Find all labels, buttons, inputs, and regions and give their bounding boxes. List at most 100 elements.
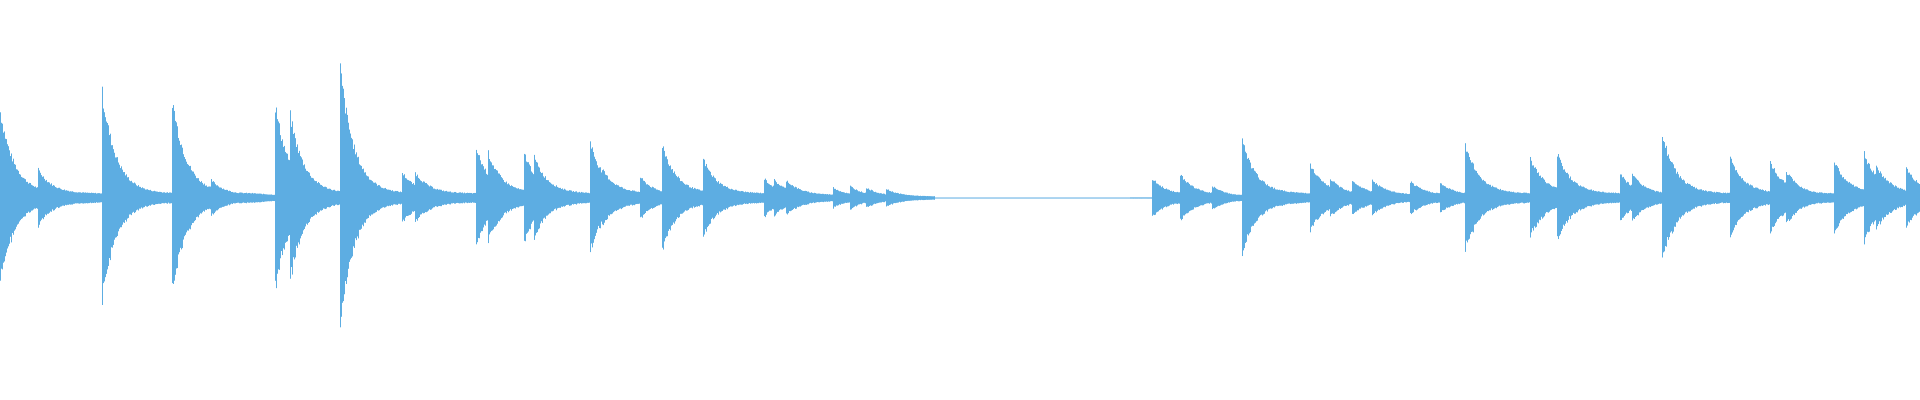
waveform-sample-bar <box>1115 197 1116 199</box>
waveform-sample-bar <box>1010 197 1011 199</box>
waveform-sample-bar <box>366 175 367 220</box>
waveform-sample-bar <box>819 193 820 203</box>
waveform-sample-bar <box>109 135 110 259</box>
waveform-sample-bar <box>346 107 347 284</box>
waveform-sample-bar <box>583 192 584 204</box>
waveform-sample-bar <box>1376 183 1377 213</box>
waveform-sample-bar <box>206 185 207 211</box>
waveform-sample-bar <box>1296 192 1297 204</box>
waveform-sample-bar <box>622 187 623 209</box>
waveform-sample-bar <box>521 189 522 207</box>
waveform-sample-bar <box>441 189 442 207</box>
waveform-sample-bar <box>1798 185 1799 210</box>
waveform-sample-bar <box>534 154 535 240</box>
waveform-sample-bar <box>1760 189 1761 207</box>
waveform-sample-bar <box>144 188 145 208</box>
waveform-sample-bar <box>1172 191 1173 204</box>
waveform-sample-bar <box>1751 185 1752 211</box>
waveform-sample-bar <box>20 174 21 221</box>
waveform-sample-bar <box>424 181 425 214</box>
waveform-sample-bar <box>1581 186 1582 210</box>
waveform-sample-bar <box>1496 187 1497 209</box>
waveform-sample-bar <box>1142 197 1143 199</box>
waveform-sample-bar <box>340 63 341 328</box>
waveform-sample-bar <box>944 197 945 199</box>
waveform-sample-bar <box>1288 191 1289 204</box>
waveform-sample-bar <box>1043 197 1044 199</box>
waveform-sample-bar <box>1168 189 1169 207</box>
waveform-sample-bar <box>582 192 583 204</box>
waveform-sample-bar <box>1112 197 1113 199</box>
waveform-sample-bar <box>452 192 453 204</box>
waveform-sample-bar <box>1818 192 1819 203</box>
waveform-sample-bar <box>458 192 459 204</box>
waveform-sample-bar <box>1333 181 1334 214</box>
waveform-sample-bar <box>513 186 514 209</box>
waveform-sample-bar <box>345 113 346 282</box>
waveform-sample-bar <box>805 190 806 205</box>
waveform-sample-bar <box>1507 191 1508 205</box>
waveform-sample-bar <box>787 180 788 215</box>
waveform-sample-bar <box>16 169 17 227</box>
waveform-sample-bar <box>980 197 981 199</box>
waveform-sample-bar <box>437 188 438 207</box>
waveform-sample-bar <box>1839 171 1840 224</box>
waveform-sample-bar <box>1623 176 1624 218</box>
waveform-sample-bar <box>1548 183 1549 213</box>
waveform-sample-bar <box>721 183 722 212</box>
waveform-sample-bar <box>124 172 125 223</box>
waveform-sample-bar <box>966 197 967 199</box>
waveform-sample-bar <box>1615 192 1616 204</box>
waveform-sample-bar <box>1913 179 1914 216</box>
waveform-sample-bar <box>858 191 859 205</box>
waveform-sample-bar <box>1005 197 1006 199</box>
waveform-sample-bar <box>136 185 137 211</box>
waveform-sample-bar <box>1837 166 1838 228</box>
waveform-sample-bar <box>1275 189 1276 207</box>
waveform-sample-bar <box>467 192 468 204</box>
waveform-sample-bar <box>101 193 102 203</box>
waveform-sample-bar <box>318 182 319 213</box>
waveform-sample-bar <box>1111 197 1112 199</box>
waveform-sample-bar <box>1469 156 1470 239</box>
waveform-sample-bar <box>218 186 219 210</box>
waveform-sample-bar <box>1088 197 1089 199</box>
waveform-sample-bar <box>934 196 935 200</box>
waveform-sample-bar <box>843 192 844 204</box>
waveform-sample-bar <box>1101 197 1102 199</box>
waveform-sample-bar <box>1160 185 1161 210</box>
waveform-sample-bar <box>1028 197 1029 199</box>
waveform-sample-bar <box>666 156 667 237</box>
waveform-sample-bar <box>75 192 76 204</box>
waveform-sample-bar <box>1487 184 1488 212</box>
waveform-sample-bar <box>701 190 702 205</box>
waveform-sample-bar <box>678 176 679 218</box>
waveform-sample-bar <box>871 189 872 206</box>
waveform-sample-bar <box>1388 190 1389 206</box>
waveform-sample-bar <box>89 192 90 204</box>
waveform-sample-bar <box>649 185 650 210</box>
waveform-sample-bar <box>566 190 567 205</box>
waveform-sample-bar <box>1195 188 1196 208</box>
waveform-sample-bar <box>953 197 954 199</box>
waveform-sample-bar <box>950 197 951 199</box>
waveform-sample-bar <box>67 190 68 205</box>
waveform-sample-bar <box>635 191 636 205</box>
waveform-sample-bar <box>1247 158 1248 235</box>
waveform-sample-bar <box>49 182 50 213</box>
waveform-sample-bar <box>164 192 165 204</box>
waveform-sample-bar <box>713 175 714 220</box>
waveform-sample-bar <box>123 172 124 223</box>
waveform-sample-bar <box>1856 186 1857 210</box>
waveform-sample-bar <box>1796 183 1797 213</box>
waveform-sample-bar <box>1834 162 1835 234</box>
waveform-sample-bar <box>360 165 361 230</box>
waveform-sample-bar <box>1723 192 1724 204</box>
waveform-sample-bar <box>779 185 780 211</box>
waveform-sample-bar <box>1398 192 1399 204</box>
waveform-sample-bar <box>1497 188 1498 208</box>
waveform-sample-bar <box>1572 180 1573 215</box>
waveform-sample-bar <box>904 194 905 202</box>
waveform-sample-bar <box>1034 197 1035 199</box>
